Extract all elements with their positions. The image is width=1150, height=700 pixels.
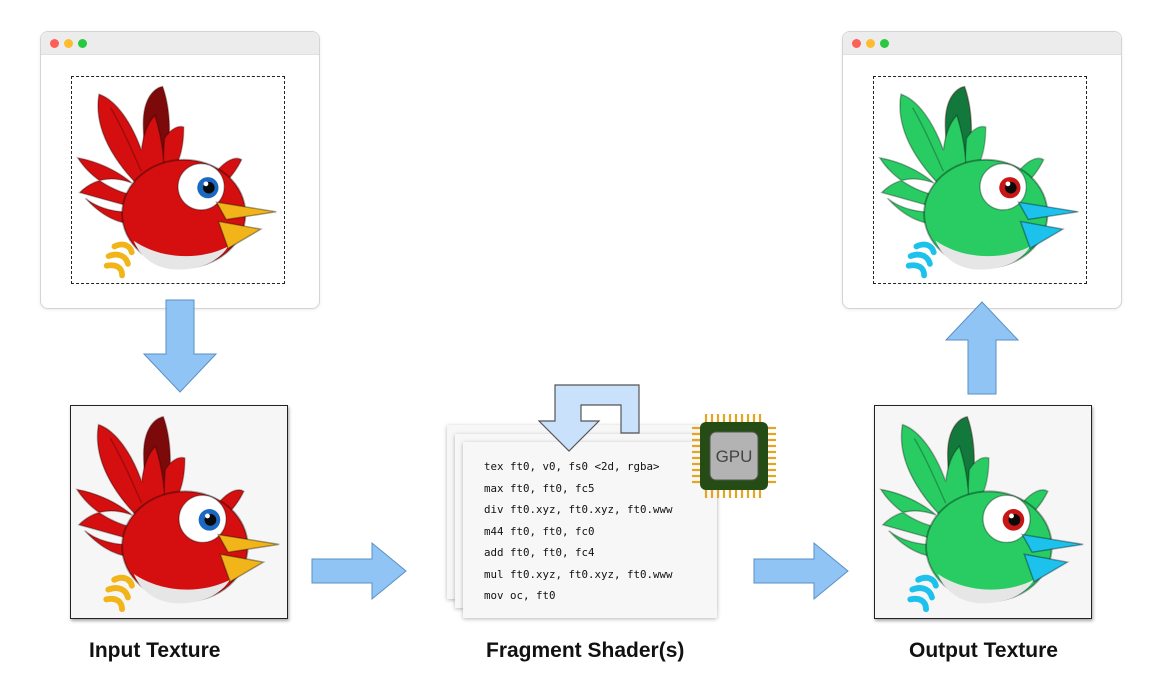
- maximize-dot-icon[interactable]: [880, 39, 889, 48]
- output-texture-label: Output Texture: [909, 639, 1058, 662]
- maximize-dot-icon[interactable]: [78, 39, 87, 48]
- selection-frame: [873, 76, 1087, 284]
- bird-icon: [71, 406, 287, 618]
- gpu-label: GPU: [716, 447, 753, 466]
- code-line: max ft0, ft0, fc5: [484, 481, 595, 495]
- code-line: div ft0.xyz, ft0.xyz, ft0.www: [484, 503, 673, 516]
- input-preview-window: [40, 31, 320, 309]
- input-texture-label: Input Texture: [89, 639, 221, 662]
- close-dot-icon[interactable]: [852, 39, 861, 48]
- code-line: m44 ft0, ft0, fc0: [484, 524, 595, 538]
- window-titlebar: [843, 32, 1121, 55]
- input-texture: [70, 405, 288, 619]
- code-sheet-front: [463, 442, 717, 618]
- arrow-right-icon: [753, 541, 849, 601]
- code-line: tex ft0, v0, fs0 <2d, rgba>: [484, 460, 660, 473]
- minimize-dot-icon[interactable]: [866, 39, 875, 48]
- window-titlebar: [41, 32, 319, 55]
- shader-code: tex ft0, v0, fs0 <2d, rgba> max ft0, ft0…: [484, 456, 673, 607]
- loop-arrow-icon: [537, 384, 640, 452]
- bird-icon: [72, 77, 284, 283]
- arrow-down-icon: [142, 299, 218, 393]
- selection-frame: [71, 76, 285, 284]
- arrow-up-icon: [944, 301, 1020, 395]
- minimize-dot-icon[interactable]: [64, 39, 73, 48]
- bird-icon: [875, 406, 1091, 618]
- bird-icon: [874, 77, 1086, 283]
- output-texture: [874, 405, 1092, 619]
- code-line: mul ft0.xyz, ft0.xyz, ft0.www: [484, 567, 673, 581]
- arrow-right-icon: [311, 541, 407, 601]
- gpu-chip-icon: GPU: [692, 414, 776, 498]
- fragment-shader-label: Fragment Shader(s): [486, 639, 685, 662]
- close-dot-icon[interactable]: [50, 39, 59, 48]
- code-line: mov oc, ft0: [484, 589, 556, 602]
- output-preview-window: [842, 31, 1122, 309]
- code-line: add ft0, ft0, fc4: [484, 546, 595, 559]
